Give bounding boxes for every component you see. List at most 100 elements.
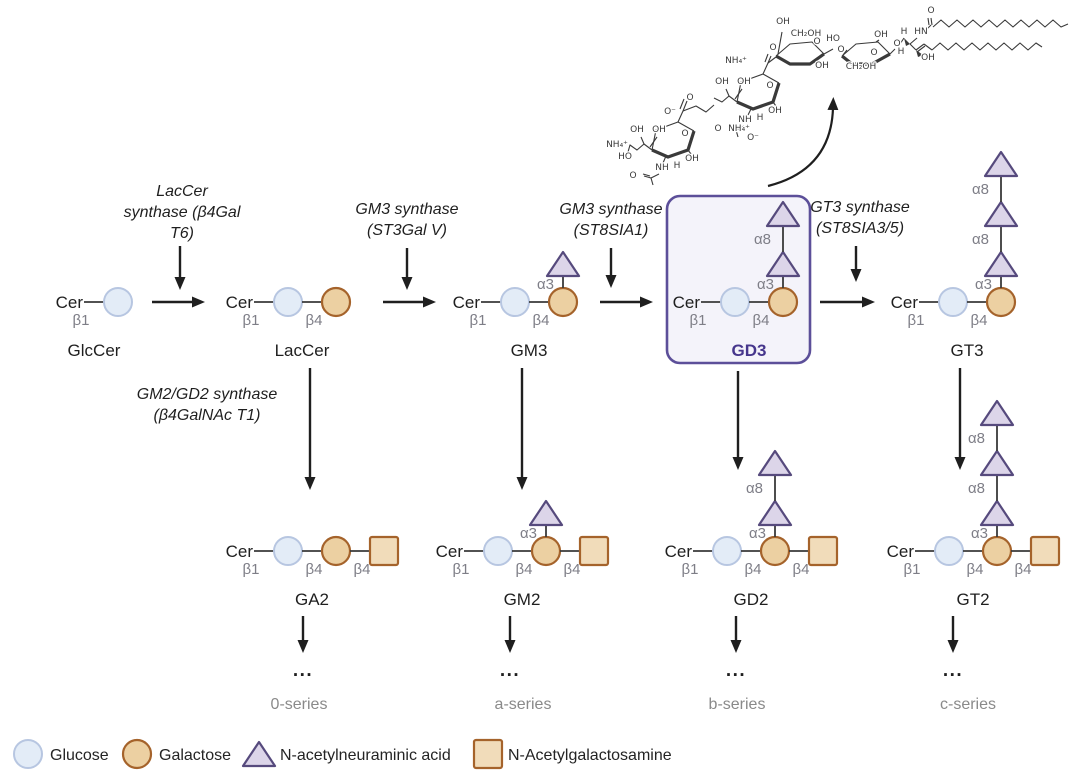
enzyme-text-line: (ST8SIA1)	[574, 222, 649, 239]
chem-stereo-wedge	[904, 38, 910, 46]
chem-atom-label: NH₄⁺	[725, 56, 747, 66]
legend-item-label: Glucose	[50, 747, 109, 764]
molecule-name: GT2	[956, 590, 989, 609]
glucose-circle	[13, 739, 43, 769]
chem-bond	[767, 56, 777, 64]
linkage-label: α3	[520, 525, 537, 542]
chem-bond	[775, 41, 825, 57]
linkage-label: α8	[968, 430, 985, 447]
enzyme-text-line: (ST8SIA3/5)	[816, 220, 904, 237]
linkage-label: β1	[243, 561, 260, 578]
molecule-name: GT3	[950, 341, 983, 360]
gd3-highlight-box	[665, 194, 812, 365]
neuac-triangle	[765, 250, 801, 278]
ellipsis: ...	[293, 660, 313, 681]
enzyme-text-line: LacCer	[156, 183, 208, 200]
enzyme-label: GM3 synthase(ST3Gal V)	[355, 201, 459, 290]
chem-bond	[889, 37, 905, 55]
chem-atom-label: CH₂OH	[846, 62, 877, 72]
enzyme-text-line: synthase (β4Gal	[124, 204, 241, 221]
ceramide-label: Cer	[665, 542, 693, 561]
linkage-label: α3	[537, 276, 554, 293]
ellipsis: ...	[943, 660, 963, 681]
linkage-label: α8	[972, 231, 989, 248]
linkage-label: β4	[306, 561, 323, 578]
ceramide-label: Cer	[226, 293, 254, 312]
ceramide-label: Cer	[891, 293, 919, 312]
linkage-label: β1	[690, 312, 707, 329]
chem-atom-label: H	[757, 113, 764, 123]
neuac-triangle	[545, 250, 581, 278]
chem-atom-label: NH₄⁺	[606, 140, 628, 150]
chem-stereo-wedge	[916, 50, 923, 57]
galactose-circle	[320, 535, 352, 567]
curved-arrow	[767, 97, 839, 188]
chem-bond	[640, 136, 658, 148]
linkage-label: β1	[73, 312, 90, 329]
chem-atom-label: O	[629, 171, 636, 181]
chem-atom-label: OH	[776, 17, 790, 27]
chem-atom-label: O⁻	[747, 133, 759, 143]
enzyme-text-line: (ST3Gal V)	[367, 222, 447, 239]
ellipsis: ...	[500, 660, 520, 681]
ceramide-label: Cer	[436, 542, 464, 561]
neuac-triangle	[979, 399, 1015, 427]
curved-arrow-to-structure	[767, 97, 839, 188]
enzyme-text-line: GM2/GD2 synthase	[137, 386, 278, 403]
chem-atom-label: O	[686, 93, 693, 103]
linkage-label: α8	[968, 480, 985, 497]
enzyme-label: GM3 synthase(ST8SIA1)	[559, 201, 663, 288]
series-label: a-series	[495, 696, 552, 713]
chem-atom-label: O	[681, 129, 688, 139]
chem-bond	[841, 41, 891, 57]
ceramide-label: Cer	[887, 542, 915, 561]
chem-ring-bold-edge	[736, 82, 781, 111]
linkage-label: α8	[972, 181, 989, 198]
chem-atom-label: O	[893, 39, 900, 49]
linkage-label: β4	[354, 561, 371, 578]
linkage-label: β4	[971, 312, 988, 329]
neuac-triangle	[979, 449, 1015, 477]
molecule-name: GD3	[732, 341, 767, 360]
chem-bond	[727, 108, 752, 138]
neuac-triangle	[757, 499, 793, 527]
chem-atom-label: O	[766, 81, 773, 91]
linkage-label: β4	[793, 561, 810, 578]
linkage-label: α3	[975, 276, 992, 293]
linkage-label: β1	[470, 312, 487, 329]
chem-atom-label: OH	[768, 106, 782, 116]
linkage-label: β1	[682, 561, 699, 578]
chem-atom-label: OH	[715, 77, 729, 87]
chem-atom-label: HO	[826, 34, 840, 44]
chem-bond	[736, 73, 780, 103]
chem-bond	[651, 121, 695, 151]
neuac-triangle	[983, 150, 1019, 178]
neuac-triangle	[528, 499, 564, 527]
linkage-label: β4	[564, 561, 581, 578]
linkage-label: β4	[306, 312, 323, 329]
molecule-name: GlcCer	[68, 341, 121, 360]
enzyme-label: GM2/GD2 synthase(β4GalNAc T1)	[137, 386, 278, 424]
neuac-triangle	[241, 740, 277, 768]
chem-atom-label: O	[769, 43, 776, 53]
linkage-label: β4	[1015, 561, 1032, 578]
ceramide-label: Cer	[226, 542, 254, 561]
legend-item: N-acetylneuraminic acid	[241, 740, 451, 768]
chem-bond	[627, 143, 653, 153]
linkage-label: α8	[746, 480, 763, 497]
chem-atom-label: CH₂OH	[791, 29, 822, 39]
chem-atom-label: H	[901, 27, 908, 37]
chem-bond	[713, 95, 738, 103]
molecule-name: GM3	[511, 341, 548, 360]
chem-atom-label: OH	[921, 53, 935, 63]
legend-item-label: N-acetylneuraminic acid	[280, 747, 451, 764]
ceramide-label: Cer	[673, 293, 701, 312]
series-row: ...0-series...a-series...b-series...c-se…	[271, 616, 996, 713]
chem-bond	[875, 39, 880, 43]
